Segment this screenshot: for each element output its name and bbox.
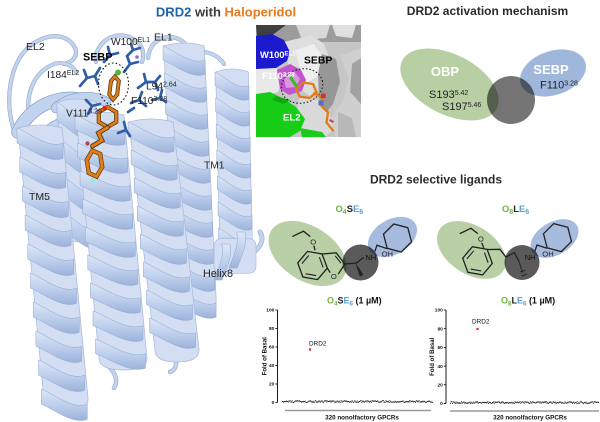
svg-text:320 nonolfactory GPCRs: 320 nonolfactory GPCRs (493, 415, 567, 422)
svg-text:L942.64: L942.64 (146, 82, 177, 93)
svg-text:V1113.29: V1113.29 (66, 109, 102, 120)
svg-text:OH: OH (382, 249, 393, 258)
svg-text:Fold of Basal: Fold of Basal (429, 337, 436, 376)
svg-text:0: 0 (440, 401, 443, 407)
svg-text:Fold of Basal: Fold of Basal (262, 337, 269, 376)
svg-text:20: 20 (437, 383, 443, 389)
svg-text:O8LE6: O8LE6 (502, 203, 529, 216)
svg-text:O: O (310, 237, 316, 246)
svg-text:DRD2: DRD2 (472, 319, 490, 326)
svg-text:OH: OH (542, 249, 553, 258)
svg-text:F1103.28: F1103.28 (540, 80, 578, 92)
svg-text:EL2: EL2 (283, 113, 301, 124)
svg-text:F1103.28: F1103.28 (262, 70, 295, 81)
svg-text:40: 40 (437, 364, 443, 370)
svg-text:O: O (331, 272, 337, 281)
svg-text:I184EL2: I184EL2 (47, 70, 79, 81)
svg-text:O4SE6 (1 µM): O4SE6 (1 µM) (327, 296, 382, 308)
svg-text:320 nonolfactory GPCRs: 320 nonolfactory GPCRs (325, 415, 399, 422)
svg-text:O4SE6: O4SE6 (336, 203, 364, 216)
svg-text:EL1: EL1 (154, 32, 173, 44)
svg-text:NH: NH (525, 253, 536, 262)
svg-text:EL2: EL2 (26, 41, 45, 53)
svg-text:60: 60 (437, 345, 443, 351)
svg-text:SEBP: SEBP (304, 56, 332, 67)
svg-text:100: 100 (266, 308, 274, 314)
svg-text:DRD2 activation mechanism: DRD2 activation mechanism (407, 4, 568, 18)
svg-text:O8LE6 (1 µM): O8LE6 (1 µM) (501, 296, 555, 308)
svg-text:Helix8: Helix8 (203, 268, 233, 280)
svg-text:OBP: OBP (431, 64, 460, 79)
svg-text:SEBP: SEBP (533, 62, 569, 77)
svg-text:60: 60 (269, 345, 275, 351)
svg-text:F1103.28: F1103.28 (131, 96, 167, 107)
svg-text:W100EL1: W100EL1 (111, 37, 150, 48)
svg-text:O: O (478, 234, 484, 243)
svg-text:40: 40 (269, 363, 275, 369)
svg-text:TM5: TM5 (29, 191, 50, 203)
svg-text:SEBP: SEBP (83, 52, 112, 64)
svg-text:100: 100 (435, 308, 443, 314)
svg-text:NH: NH (365, 253, 376, 262)
svg-text:80: 80 (437, 326, 443, 332)
svg-text:DRD2: DRD2 (309, 341, 327, 348)
svg-text:W100EL1: W100EL1 (260, 49, 296, 60)
svg-text:0: 0 (272, 400, 275, 406)
svg-text:DRD2 selective ligands: DRD2 selective ligands (370, 173, 502, 187)
svg-text:80: 80 (269, 326, 275, 332)
svg-text:DRD2 with Haloperidol: DRD2 with Haloperidol (156, 5, 296, 20)
svg-text:TM1: TM1 (204, 161, 225, 172)
svg-text:20: 20 (269, 382, 275, 388)
